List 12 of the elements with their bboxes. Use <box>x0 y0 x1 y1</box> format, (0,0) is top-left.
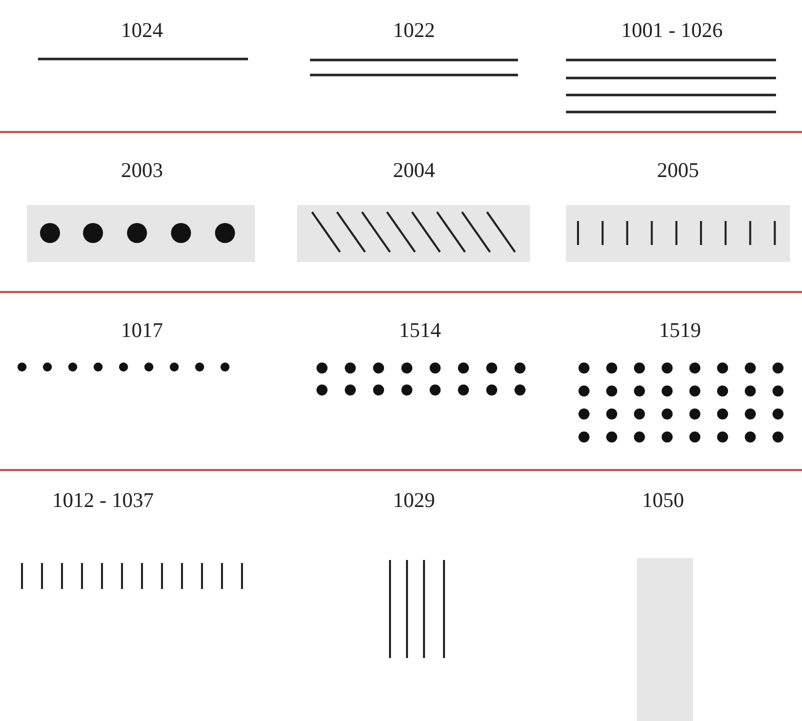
pattern-code: 1514 <box>399 318 441 342</box>
pattern-code: 1001 - 1026 <box>621 18 723 42</box>
pattern-code: 1029 <box>393 488 435 512</box>
pattern-code: 2004 <box>393 158 435 182</box>
pattern-code: 2003 <box>121 158 163 182</box>
pattern-code: 1017 <box>121 318 163 342</box>
pattern-code: 2005 <box>657 158 699 182</box>
pattern-code: 1024 <box>121 18 163 42</box>
pattern-code: 1012 - 1037 <box>52 488 154 512</box>
pattern-code: 1022 <box>393 18 435 42</box>
pattern-code: 1050 <box>642 488 684 512</box>
pattern-code: 1519 <box>659 318 701 342</box>
